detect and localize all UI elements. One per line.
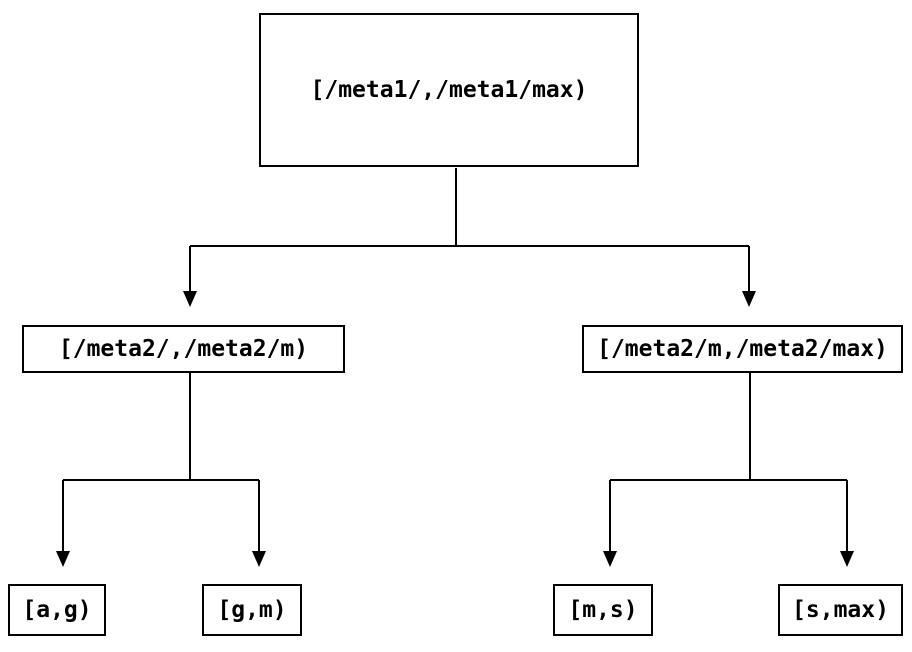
node-leaf-smax: [s,max) <box>778 584 903 636</box>
node-meta1-range: [/meta1/,/meta1/max) <box>259 13 639 167</box>
node-leaf-ag-label: [a,g) <box>22 597 92 623</box>
node-leaf-smax-label: [s,max) <box>792 597 889 623</box>
arrowhead-to-leaf-gm <box>252 551 266 567</box>
node-meta2-high-range-label: [/meta2/m,/meta2/max) <box>597 336 888 362</box>
node-leaf-gm-label: [g,m) <box>217 597 287 623</box>
node-meta2-high-range: [/meta2/m,/meta2/max) <box>582 325 903 373</box>
arrowhead-to-leaf-ag <box>56 551 70 567</box>
node-leaf-ms-label: [m,s) <box>568 597 638 623</box>
arrowhead-to-right-node <box>742 291 756 307</box>
arrowhead-to-leaf-ms <box>603 551 617 567</box>
node-leaf-ms: [m,s) <box>553 584 653 636</box>
node-leaf-ag: [a,g) <box>8 584 106 636</box>
node-leaf-gm: [g,m) <box>202 584 302 636</box>
arrowhead-to-left-node <box>183 291 197 307</box>
node-meta1-range-label: [/meta1/,/meta1/max) <box>310 77 588 103</box>
arrowhead-to-leaf-smax <box>840 551 854 567</box>
node-meta2-low-range-label: [/meta2/,/meta2/m) <box>58 336 309 362</box>
node-meta2-low-range: [/meta2/,/meta2/m) <box>22 325 345 373</box>
